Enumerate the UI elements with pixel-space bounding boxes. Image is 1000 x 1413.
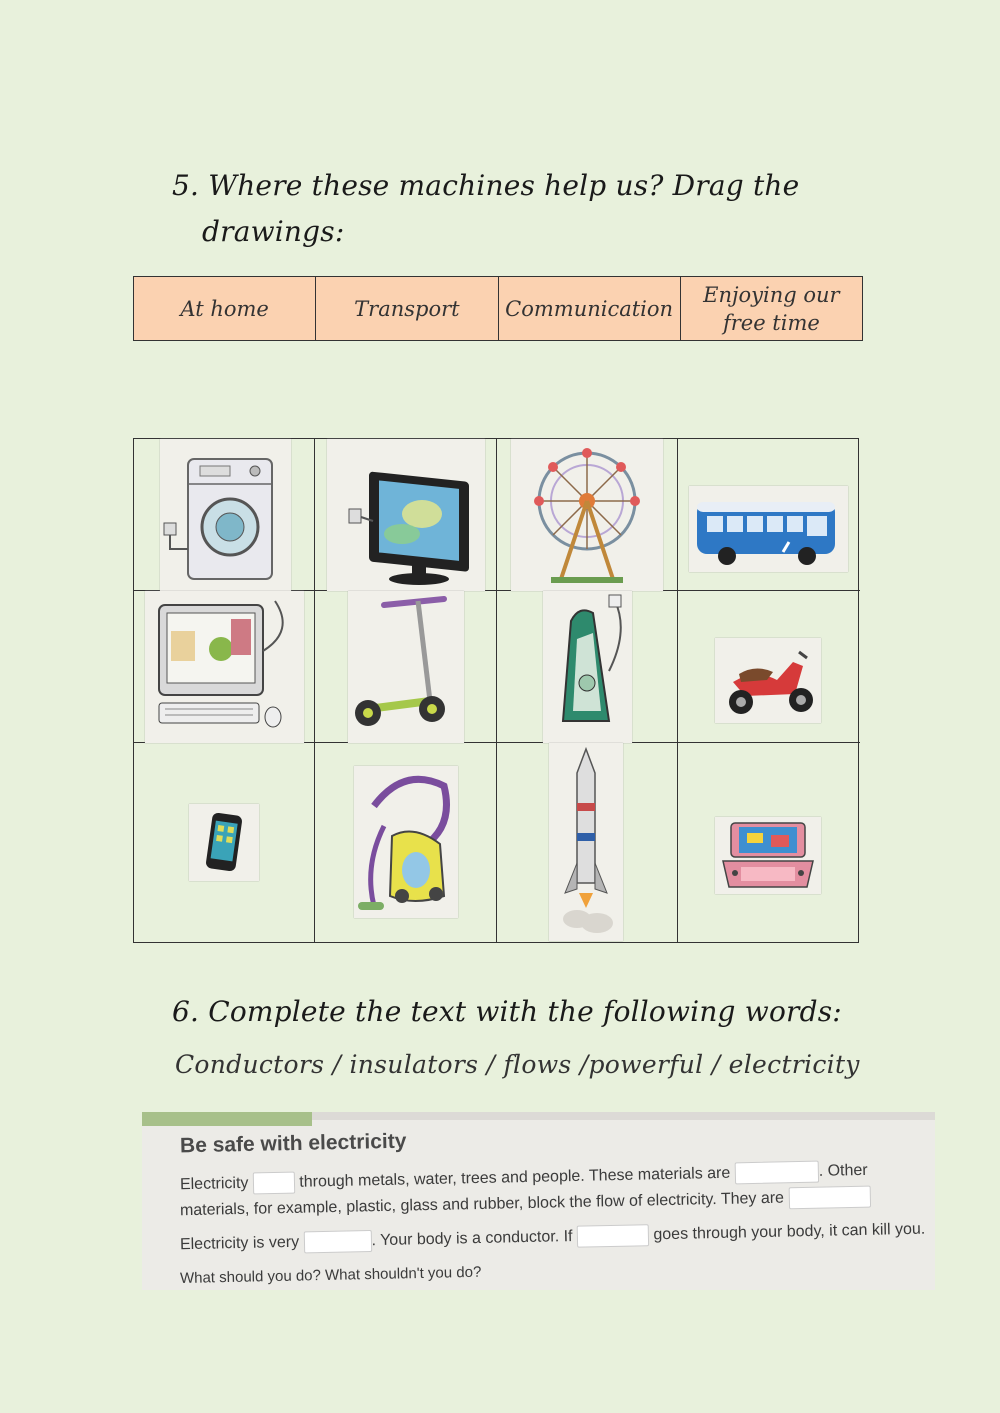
grid-cell xyxy=(497,591,678,743)
line1-start: Electricity xyxy=(179,1174,249,1194)
grid-cell xyxy=(315,743,497,942)
drop-zone-free-time[interactable]: Enjoying our free time xyxy=(679,276,864,341)
bus-icon xyxy=(697,502,835,565)
category-table: At home Transport Communication Enjoying… xyxy=(132,276,864,341)
question-5-title: 5. Where these machines help us? Drag th… xyxy=(172,163,812,255)
rocket-icon xyxy=(563,746,613,933)
line3-middle: . Your body is a conductor. If xyxy=(371,1228,573,1250)
grid-cell xyxy=(134,591,315,743)
mobile-phone-icon xyxy=(206,812,242,872)
washing-machine-card[interactable] xyxy=(160,439,291,591)
scooter-icon xyxy=(355,596,447,726)
line3-end: goes through your body, it can kill you. xyxy=(653,1220,926,1244)
textbook-line-4: What should you do? What shouldn't you d… xyxy=(179,1263,482,1287)
textbook-title: Be safe with electricity xyxy=(179,1129,407,1158)
ferris-wheel-card[interactable] xyxy=(511,439,663,591)
blank-5-input[interactable] xyxy=(576,1224,650,1248)
ferris-wheel-icon xyxy=(534,448,640,583)
scooter-card[interactable] xyxy=(348,591,464,743)
computer-card[interactable] xyxy=(145,591,304,743)
blank-2-input[interactable] xyxy=(734,1160,819,1185)
iron-card[interactable] xyxy=(543,591,632,743)
grid-cell xyxy=(134,439,315,591)
header-stripe-grey xyxy=(312,1112,935,1120)
motorbike-icon xyxy=(729,650,813,714)
blank-4-input[interactable] xyxy=(303,1229,372,1254)
drawings-grid xyxy=(133,438,860,943)
grid-cell xyxy=(497,743,678,942)
grid-cell xyxy=(134,743,315,942)
line1-middle: through metals, water, trees and people.… xyxy=(299,1164,731,1191)
grid-cell xyxy=(315,591,497,743)
vacuum-cleaner-icon xyxy=(358,775,450,910)
game-console-icon xyxy=(722,822,814,888)
bus-card[interactable] xyxy=(689,486,848,572)
vacuum-cleaner-card[interactable] xyxy=(354,766,458,918)
drop-zone-transport[interactable]: Transport xyxy=(315,276,499,341)
grid-cell xyxy=(497,439,678,591)
mobile-phone-card[interactable] xyxy=(189,804,259,881)
game-console-card[interactable] xyxy=(715,817,821,894)
word-bank: Conductors / insulators / flows /powerfu… xyxy=(175,1050,860,1079)
grid-cell xyxy=(678,439,860,591)
drop-zone-at-home[interactable]: At home xyxy=(132,276,317,341)
blank-3-input[interactable] xyxy=(788,1185,871,1210)
blank-1-input[interactable] xyxy=(252,1171,296,1195)
computer-icon xyxy=(158,600,284,728)
grid-cell xyxy=(678,591,860,743)
washing-machine-icon xyxy=(163,458,273,580)
grid-cell xyxy=(678,743,860,942)
television-card[interactable] xyxy=(327,439,485,591)
rocket-card[interactable] xyxy=(549,743,623,941)
question-5-line2: drawings: xyxy=(202,215,345,248)
textbook-excerpt: Be safe with electricity Electricity thr… xyxy=(142,1112,935,1290)
line3-start: Electricity is very xyxy=(179,1233,300,1254)
textbook-line-3: Electricity is very . Your body is a con… xyxy=(180,1218,926,1256)
motorbike-card[interactable] xyxy=(715,638,821,723)
line1-end: . Other xyxy=(818,1161,868,1180)
television-icon xyxy=(348,471,469,585)
question-5-line1: 5. Where these machines help us? Drag th… xyxy=(172,169,800,202)
iron-icon xyxy=(561,594,622,722)
grid-cell xyxy=(315,439,497,591)
question-6-title: 6. Complete the text with the following … xyxy=(172,995,842,1028)
header-stripe xyxy=(142,1112,312,1126)
drop-zone-communication[interactable]: Communication xyxy=(497,276,681,341)
